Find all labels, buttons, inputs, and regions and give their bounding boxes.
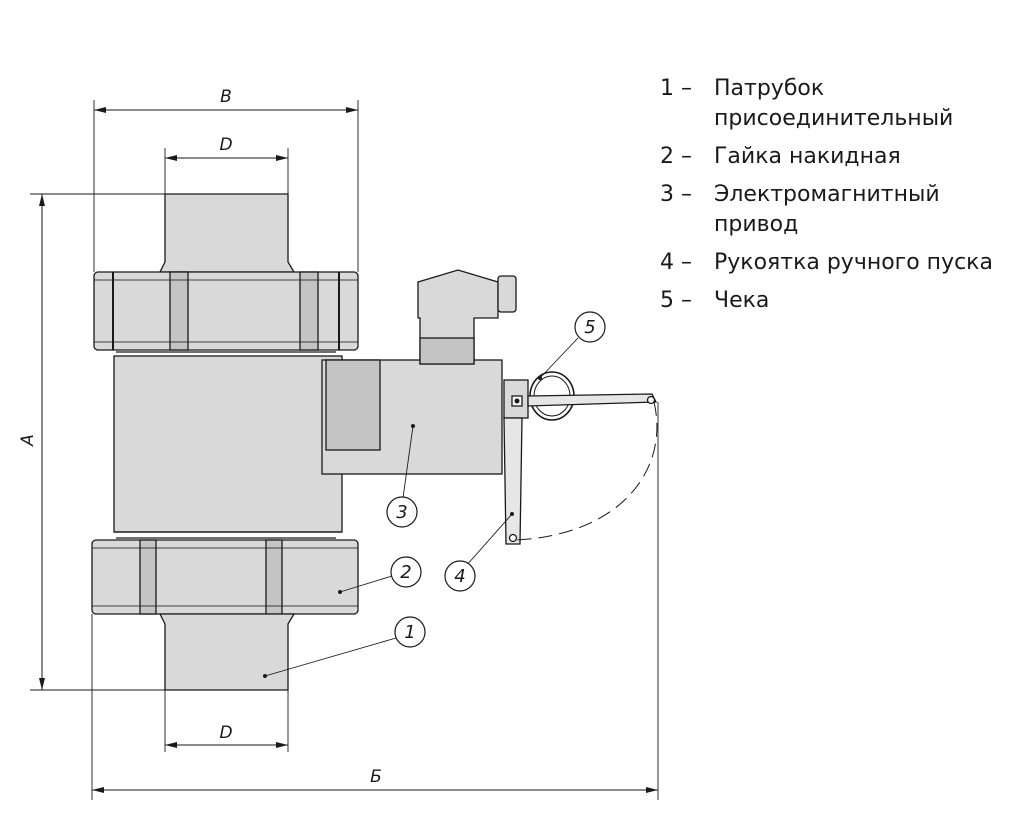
dim-label-a: А xyxy=(18,434,38,447)
legend-text: Электромагнитный привод xyxy=(714,182,940,237)
dim-label-d-top: D xyxy=(219,135,232,155)
balloon-4-label: 4 xyxy=(454,566,465,587)
valve-body xyxy=(113,355,343,533)
parts-legend: 1 – Патрубок присоединительный 2 – Гайка… xyxy=(660,74,1020,324)
dim-label-b-bottom: Б xyxy=(370,767,382,787)
bottom-union-nut xyxy=(91,539,359,615)
legend-num: 5 – xyxy=(660,288,692,313)
legend-num: 4 – xyxy=(660,250,692,275)
legend-item-5: 5 – Чека xyxy=(660,286,1020,316)
balloon-4 xyxy=(444,560,476,592)
cable-gland xyxy=(497,275,517,313)
legend-text: Гайка накидная xyxy=(714,144,901,169)
balloon-2-label: 2 xyxy=(400,562,411,583)
top-pipe xyxy=(158,193,296,273)
legend-text: Патрубок присоединительный xyxy=(714,76,954,131)
legend-num: 3 – xyxy=(660,182,692,207)
legend-item-4: 4 – Рукоятка ручного пуска xyxy=(660,248,1020,278)
balloon-3 xyxy=(386,496,418,528)
handle-swing-arc xyxy=(515,401,658,541)
bottom-pipe xyxy=(158,613,296,691)
dim-label-d-bottom: D xyxy=(219,723,232,743)
legend-text: Чека xyxy=(714,288,770,313)
balloon-2 xyxy=(390,556,422,588)
legend-num: 2 – xyxy=(660,144,692,169)
balloon-3-label: 3 xyxy=(396,502,407,523)
dim-label-b-top: В xyxy=(220,87,232,107)
legend-num: 1 – xyxy=(660,76,692,101)
legend-item-3: 3 – Электромагнитный привод xyxy=(660,180,1020,240)
balloon-5-label: 5 xyxy=(584,317,595,338)
balloon-1-label: 1 xyxy=(404,622,415,643)
legend-text: Рукоятка ручного пуска xyxy=(714,250,993,275)
legend-item-2: 2 – Гайка накидная xyxy=(660,142,1020,172)
balloon-5 xyxy=(574,311,606,343)
legend-item-1: 1 – Патрубок присоединительный xyxy=(660,74,1020,134)
balloon-1 xyxy=(394,616,426,648)
manual-handle-vertical xyxy=(503,417,523,545)
manual-handle-horizontal xyxy=(527,393,658,407)
